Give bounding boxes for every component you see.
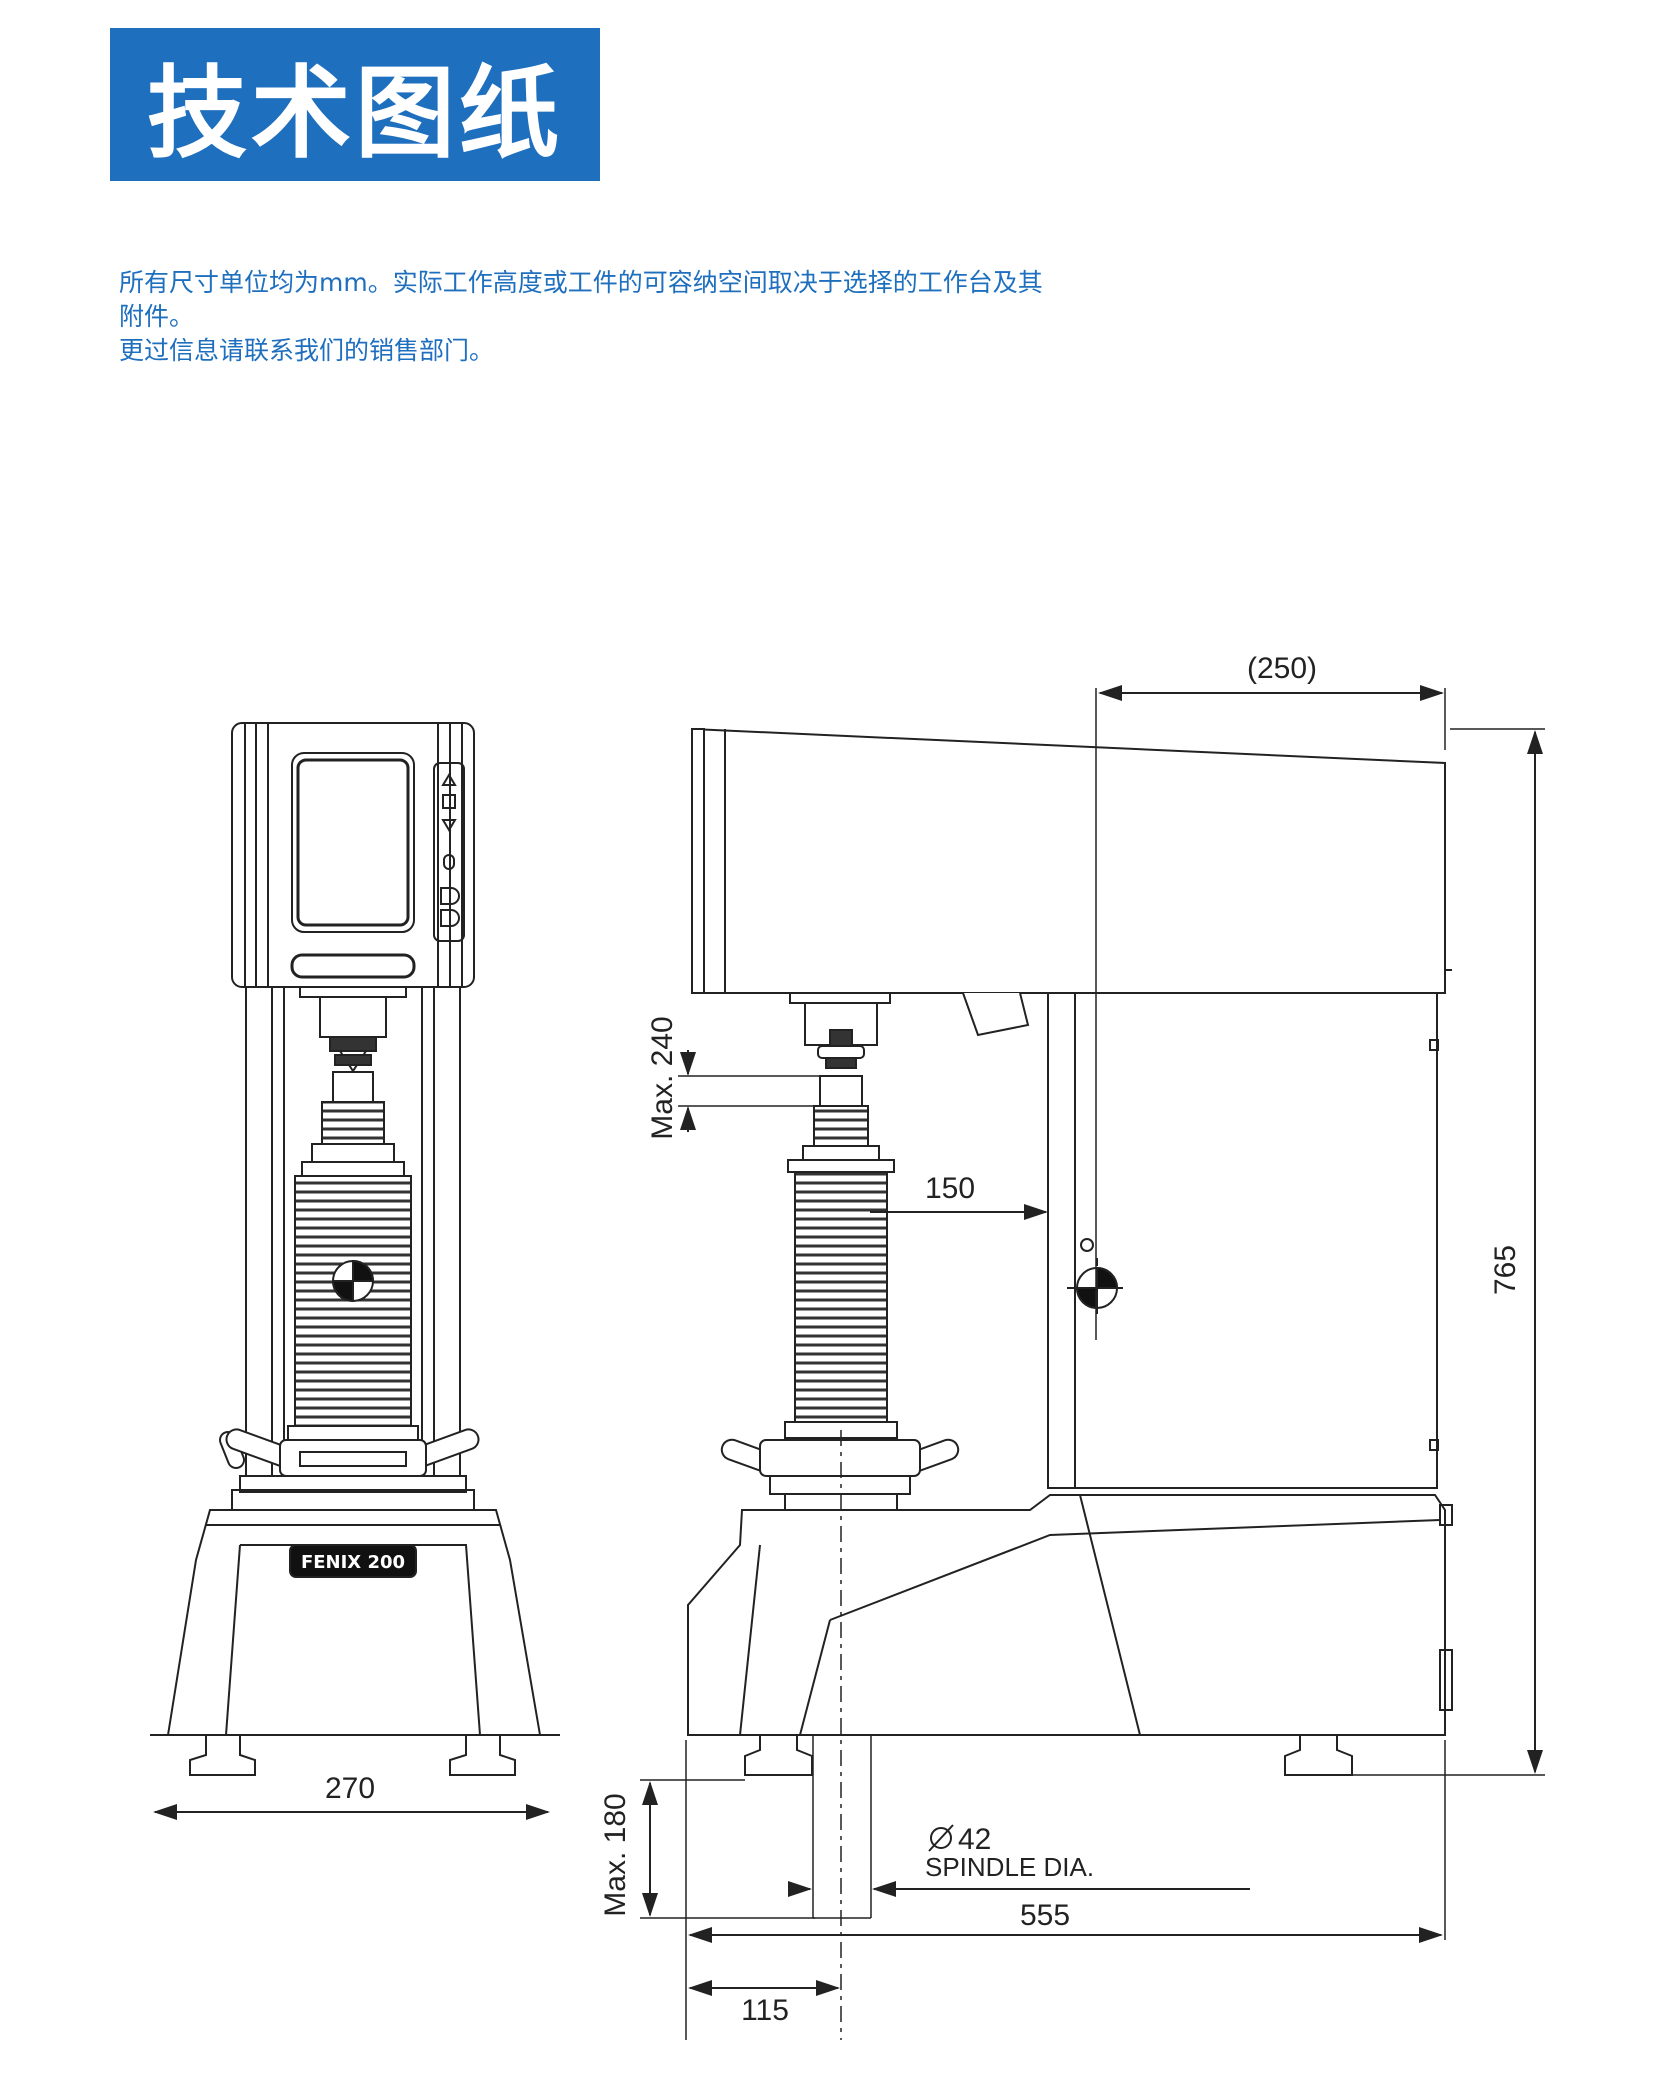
- title-banner: 技术图纸: [110, 28, 600, 181]
- product-logo-plate: [289, 1544, 417, 1578]
- dim-top-depth: [1095, 685, 1446, 1340]
- dim-overall-length: [685, 1740, 1446, 2040]
- side-view: [687, 727, 1453, 2040]
- dim-spindle-label: SPINDLE DIA.: [925, 1852, 1094, 1882]
- intro-text: 所有尺寸单位均为mm。实际工作高度或工件的可容纳空间取决于选择的工作台及其 附件…: [119, 266, 1219, 368]
- dim-front-width-label: 270: [325, 1772, 375, 1805]
- dim-throat-label: 150: [925, 1172, 975, 1205]
- dim-front-offset-label: 115: [741, 1994, 789, 2027]
- diameter-symbol: [930, 1827, 952, 1849]
- dim-bottom-max: [640, 1779, 815, 1919]
- dim-max-height-label: Max. 240: [646, 1016, 679, 1139]
- side-base: [687, 1494, 1446, 1736]
- dim-spindle-value: 42: [958, 1823, 991, 1856]
- dim-overall-length-label: 555: [1020, 1899, 1070, 1932]
- front-screen: [296, 758, 410, 927]
- dim-overall-height-label: 765: [1489, 1245, 1522, 1295]
- dim-bottom-max-label: Max. 180: [599, 1793, 632, 1916]
- dim-overall-height: [1340, 728, 1545, 1776]
- intro-line-2: 附件。: [119, 302, 195, 331]
- center-of-gravity-symbol: [331, 1259, 375, 1303]
- intro-line-1: 所有尺寸单位均为mm。实际工作高度或工件的可容纳空间取决于选择的工作台及其: [119, 268, 1043, 297]
- intro-line-3: 更过信息请联系我们的销售部门。: [119, 336, 495, 365]
- front-base: [166, 1509, 542, 1736]
- dim-max-height: [678, 1050, 830, 1132]
- dim-front-width: 270: [153, 1772, 550, 1820]
- side-column: [1047, 992, 1438, 1489]
- center-of-gravity-symbol-side: [1067, 1258, 1127, 1318]
- keypad: [433, 762, 465, 942]
- dim-spindle: [788, 1734, 1250, 1919]
- front-view: [150, 722, 560, 1776]
- page-title: 技术图纸: [147, 55, 563, 172]
- side-bellows: [794, 1171, 888, 1423]
- product-logo: FENIX 200: [301, 1552, 405, 1573]
- dim-top-depth-label: (250): [1247, 652, 1317, 685]
- side-head: [691, 727, 1446, 994]
